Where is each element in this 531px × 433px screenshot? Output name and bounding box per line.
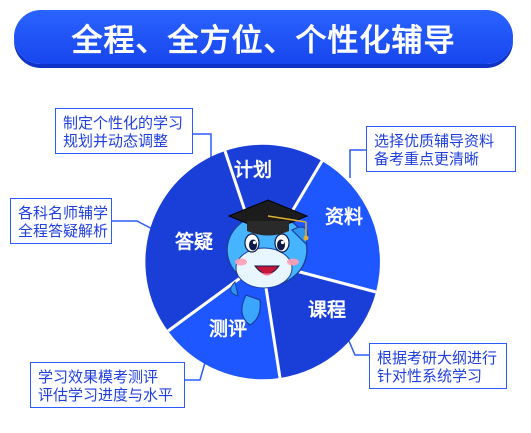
page-title: 全程、全方位、个性化辅导	[71, 22, 456, 59]
callout-materials: 选择优质辅导资料 备考重点更清晰	[366, 126, 516, 172]
callout-materials-line1: 选择优质辅导资料	[374, 132, 495, 150]
callout-plan: 制定个性化的学习 规划并动态调整	[55, 108, 193, 154]
title-banner: 全程、全方位、个性化辅导	[14, 10, 513, 64]
callout-test: 学习效果模考测评 评估学习进度与水平	[30, 362, 185, 408]
segment-test	[168, 262, 280, 380]
segment-label-test: 测评	[209, 318, 247, 340]
callout-plan-line1: 制定个性化的学习	[63, 114, 184, 132]
callout-qa-line2: 全程答疑解析	[18, 222, 109, 240]
callout-qa: 各科名师辅学 全程答疑解析	[10, 198, 112, 244]
connector-plan	[193, 133, 212, 160]
segment-qa	[145, 151, 262, 331]
callout-plan-line2: 规划并动态调整	[63, 132, 169, 150]
callout-test-line2: 评估学习进度与水平	[38, 386, 174, 404]
segment-course	[262, 262, 376, 378]
segment-label-qa: 答疑	[175, 230, 213, 253]
dolphin-mascot-icon	[226, 199, 309, 326]
callout-test-line1: 学习效果模考测评	[38, 368, 159, 386]
connector-materials	[349, 149, 366, 178]
callout-course-line1: 根据考研大纲进行	[377, 349, 498, 367]
callout-course-line2: 针对性系统学习	[377, 367, 483, 385]
callout-course: 根据考研大纲进行 针对性系统学习	[369, 343, 507, 389]
callout-qa-line1: 各科名师辅学	[18, 204, 109, 222]
segment-label-plan: 计划	[234, 158, 272, 181]
callout-materials-line2: 备考重点更清晰	[374, 150, 480, 168]
segment-label-materials: 资料	[325, 205, 363, 228]
segment-label-course: 课程	[308, 299, 346, 321]
